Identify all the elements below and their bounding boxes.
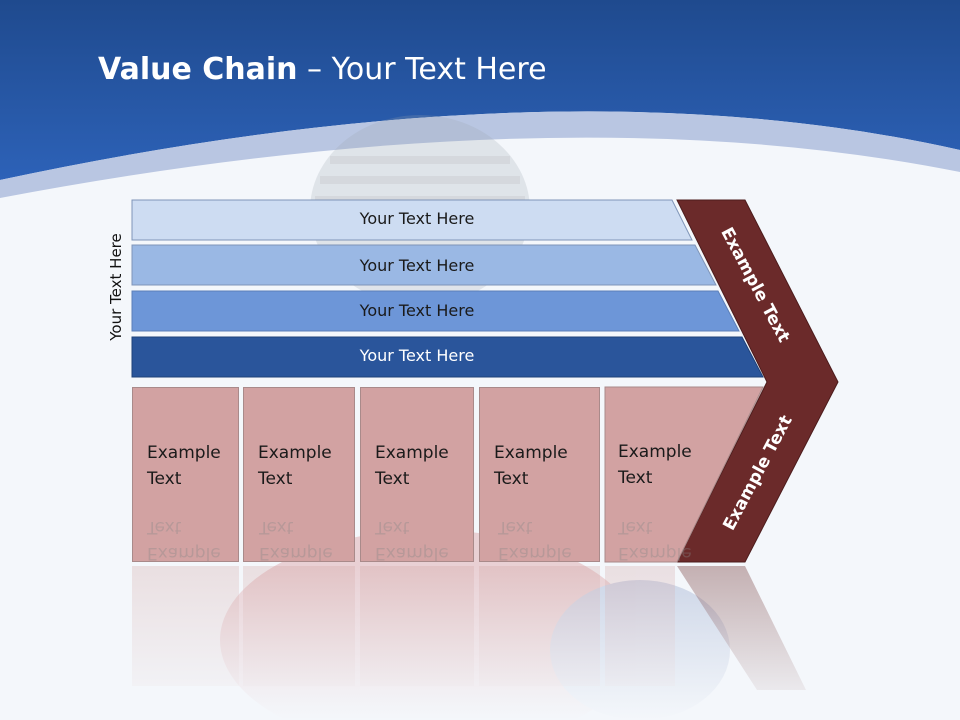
primary-box-5-shape (604, 386, 764, 563)
support-bar-1 (131, 199, 693, 241)
support-bar-3-label: Your Text Here (359, 301, 475, 320)
title-bold: Value Chain (98, 52, 298, 87)
support-bar-2 (131, 244, 717, 286)
support-bar-4-label: Your Text Here (359, 346, 475, 365)
support-bar-2-label: Your Text Here (359, 256, 475, 275)
slide-title: Value Chain – Your Text Here (98, 52, 547, 87)
title-rest: – Your Text Here (297, 52, 547, 87)
support-bar-4 (131, 336, 764, 378)
support-bar-3 (131, 290, 740, 332)
side-label: Your Text Here (107, 233, 125, 341)
support-bar-1-label: Your Text Here (359, 209, 475, 228)
margin-chevron (676, 199, 839, 563)
